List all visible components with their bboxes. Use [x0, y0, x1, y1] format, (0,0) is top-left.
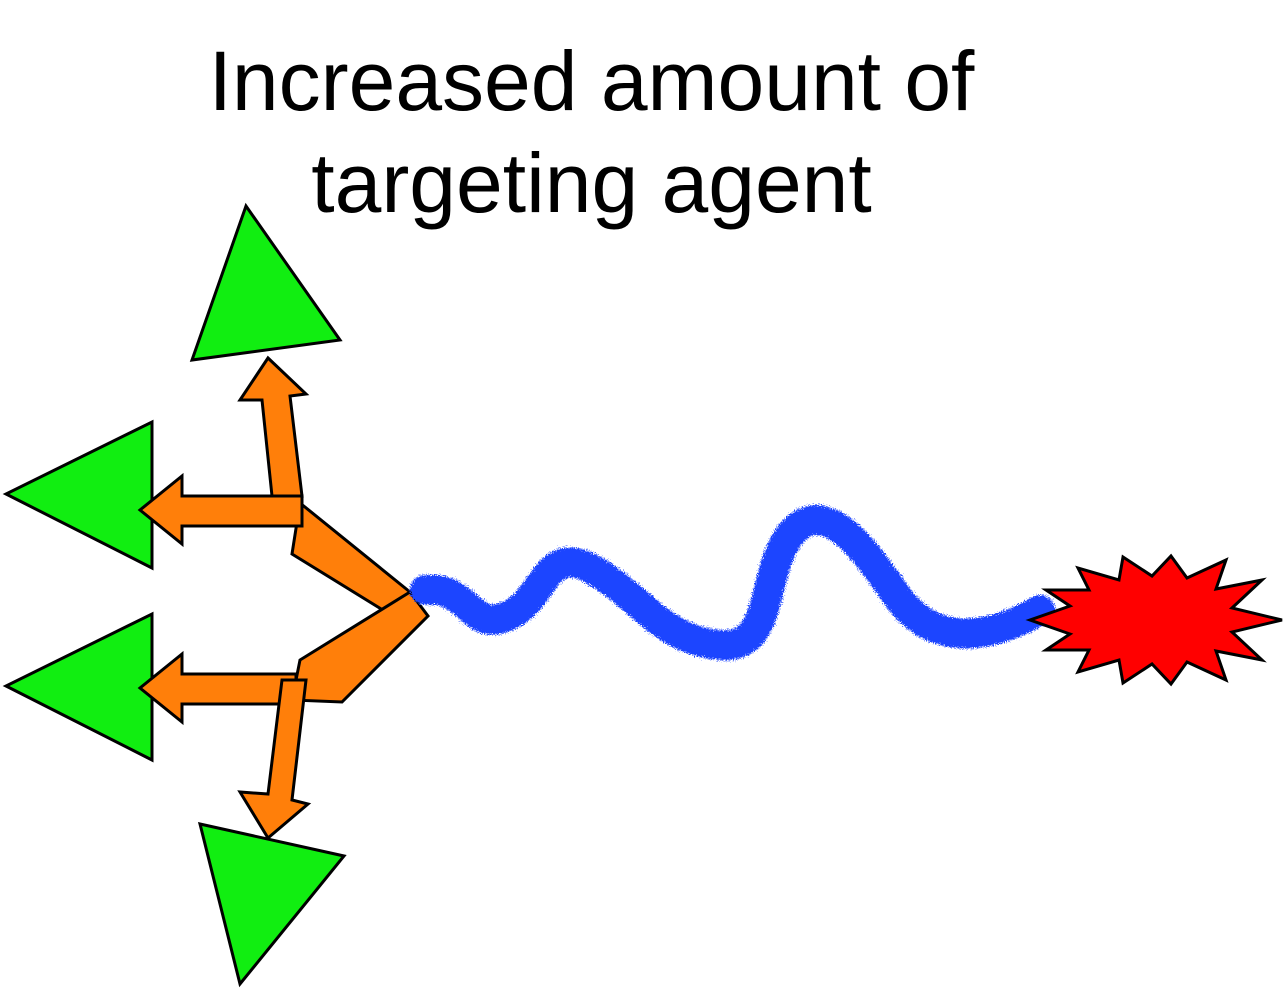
linker-arrow-to-top [237, 355, 310, 498]
linker-branch-upper [290, 500, 413, 614]
diagram-title: Increased amount of targeting agent [0, 30, 1183, 234]
ligand-triangle-lower-left [2, 611, 154, 763]
title-line-2: targeting agent [311, 136, 872, 230]
linker-arrow-to-upper-left [137, 472, 304, 548]
ligand-triangle-bottom [197, 822, 347, 988]
polymer-chain [410, 505, 1055, 661]
linker-arrows [137, 355, 430, 841]
title-line-1: Increased amount of [208, 34, 975, 128]
linker-branch-lower [290, 590, 430, 704]
ligand-triangle-upper-left [2, 419, 154, 571]
linker-arrow-to-lower-left [137, 650, 298, 726]
ligand-triangle-top [189, 202, 343, 362]
linker-arrow-to-bottom [237, 678, 312, 841]
drug-payload-starburst [1025, 553, 1283, 687]
